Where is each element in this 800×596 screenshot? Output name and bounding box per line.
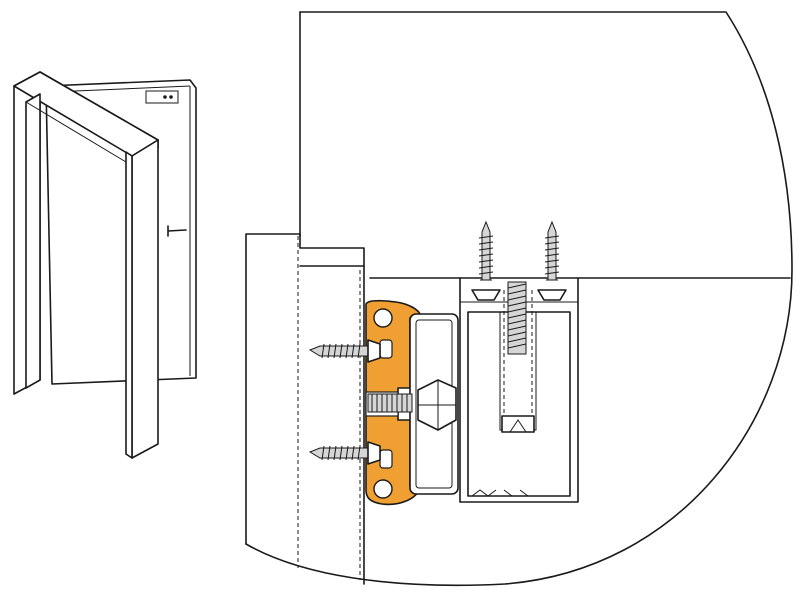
- adjustment-bolt: [367, 379, 457, 431]
- vertical-screw-right: [537, 220, 567, 301]
- vertical-screw-left: [471, 220, 501, 301]
- door-handle-icon: [167, 225, 187, 237]
- detail-section: [245, 11, 793, 587]
- door-frame: [13, 71, 159, 459]
- receiver-block: [459, 277, 579, 503]
- wood-screw-upper: [308, 339, 381, 363]
- profile-channel-bottom: [373, 479, 393, 499]
- lock-plate: [145, 90, 179, 104]
- upper-panel: [299, 11, 791, 279]
- frame-post: [245, 233, 365, 585]
- detail-boundary: [245, 11, 793, 587]
- wood-screw-lower: [308, 441, 381, 465]
- door-overview: [13, 71, 197, 459]
- profile-channel-top: [373, 308, 393, 328]
